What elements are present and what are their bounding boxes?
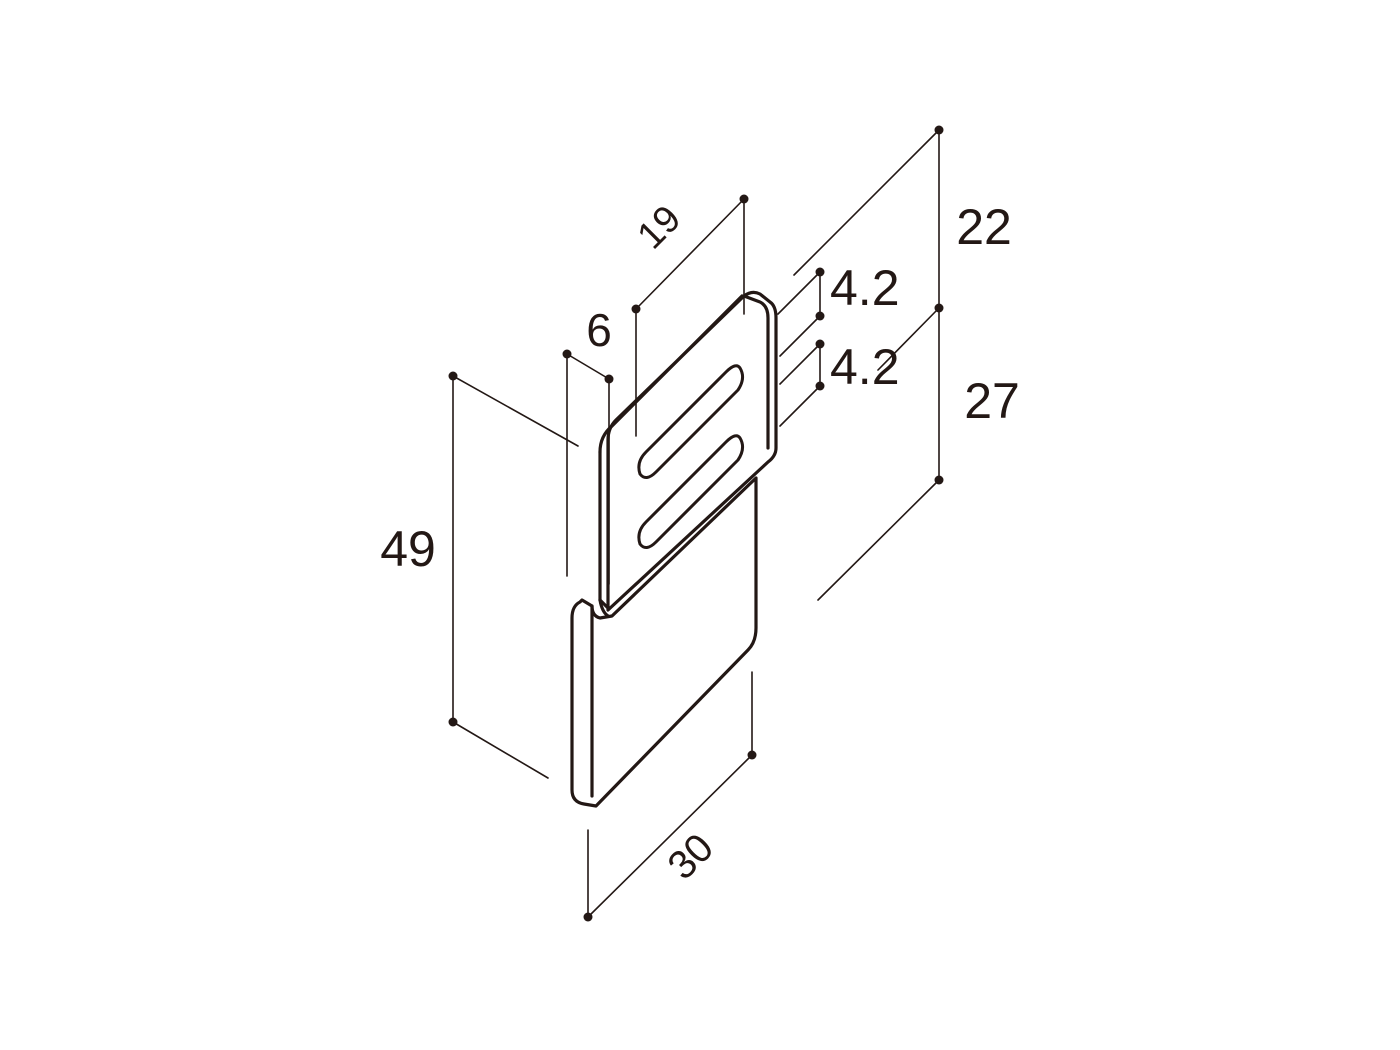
dim-27-label: 27 <box>964 373 1020 429</box>
dim-19-label: 19 <box>630 198 690 258</box>
slot-lower <box>637 434 745 549</box>
lower-plate <box>570 476 758 808</box>
dim-6-label: 6 <box>586 304 612 356</box>
dim-4-2-lower-label: 4.2 <box>830 339 900 395</box>
dim-6: 6 <box>562 304 614 585</box>
dim-4-2-lower: 4.2 <box>779 339 900 427</box>
dim-49: 49 <box>380 371 579 779</box>
slot-upper <box>637 364 745 479</box>
dim-22-27: 22 27 <box>793 125 1020 601</box>
dim-4-2-upper-label: 4.2 <box>830 260 900 316</box>
dim-22-label: 22 <box>956 199 1012 255</box>
dim-49-label: 49 <box>380 521 436 577</box>
dim-30-label: 30 <box>660 826 723 889</box>
dim-4-2-upper: 4.2 <box>777 260 900 357</box>
